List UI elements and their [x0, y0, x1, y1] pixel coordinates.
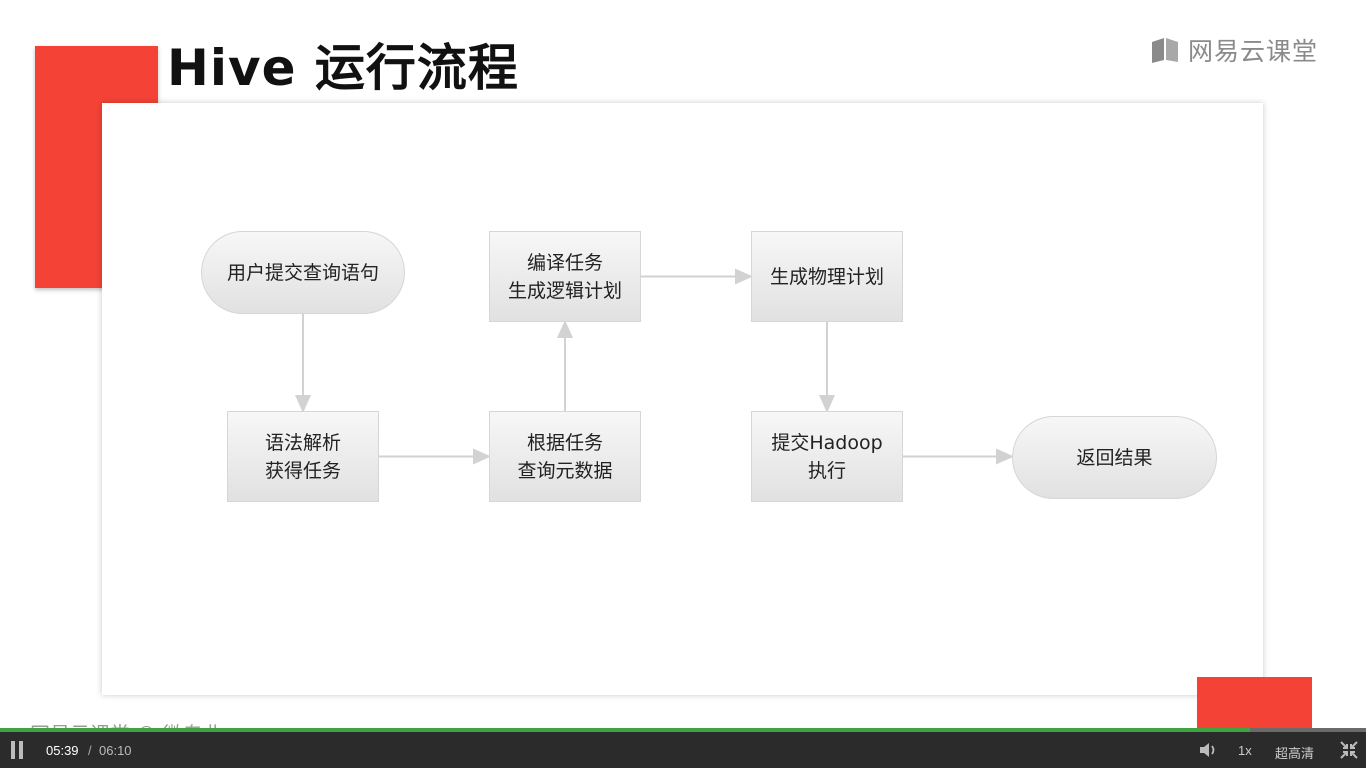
- brand-name: 网易云课堂: [1188, 37, 1319, 66]
- decorative-red-block-bottom: [1197, 677, 1312, 732]
- player-control-bar: 05:39 / 06:10 1x 超高清: [0, 732, 1366, 768]
- progress-bar[interactable]: [0, 728, 1366, 732]
- flow-node-return-result: 返回结果: [1012, 416, 1217, 499]
- pause-icon: [11, 741, 15, 759]
- flow-node-metadata: 根据任务 查询元数据: [489, 411, 641, 502]
- flow-node-physical-plan: 生成物理计划: [751, 231, 903, 322]
- flow-node-submit-query: 用户提交查询语句: [201, 231, 405, 314]
- current-time: 05:39: [46, 743, 79, 758]
- total-time: 06:10: [99, 743, 132, 758]
- flow-node-hadoop-exec: 提交Hadoop 执行: [751, 411, 903, 502]
- footer-watermark: 网易云课堂 © 微专业: [30, 718, 223, 730]
- playback-speed-button[interactable]: 1x: [1238, 743, 1252, 758]
- progress-fill: [0, 728, 1250, 732]
- book-icon: [1152, 38, 1178, 63]
- flowchart-panel: [102, 103, 1263, 695]
- quality-button[interactable]: 超高清: [1275, 746, 1315, 761]
- flow-node-logical-plan: 编译任务 生成逻辑计划: [489, 231, 641, 322]
- pause-button[interactable]: [8, 741, 24, 759]
- time-separator: /: [88, 743, 92, 758]
- exit-fullscreen-icon[interactable]: [1340, 741, 1358, 759]
- slide-title: Hive 运行流程: [167, 39, 519, 97]
- volume-icon[interactable]: [1198, 740, 1218, 760]
- brand-logo: 网易云课堂: [1150, 32, 1318, 68]
- flow-node-parse: 语法解析 获得任务: [227, 411, 379, 502]
